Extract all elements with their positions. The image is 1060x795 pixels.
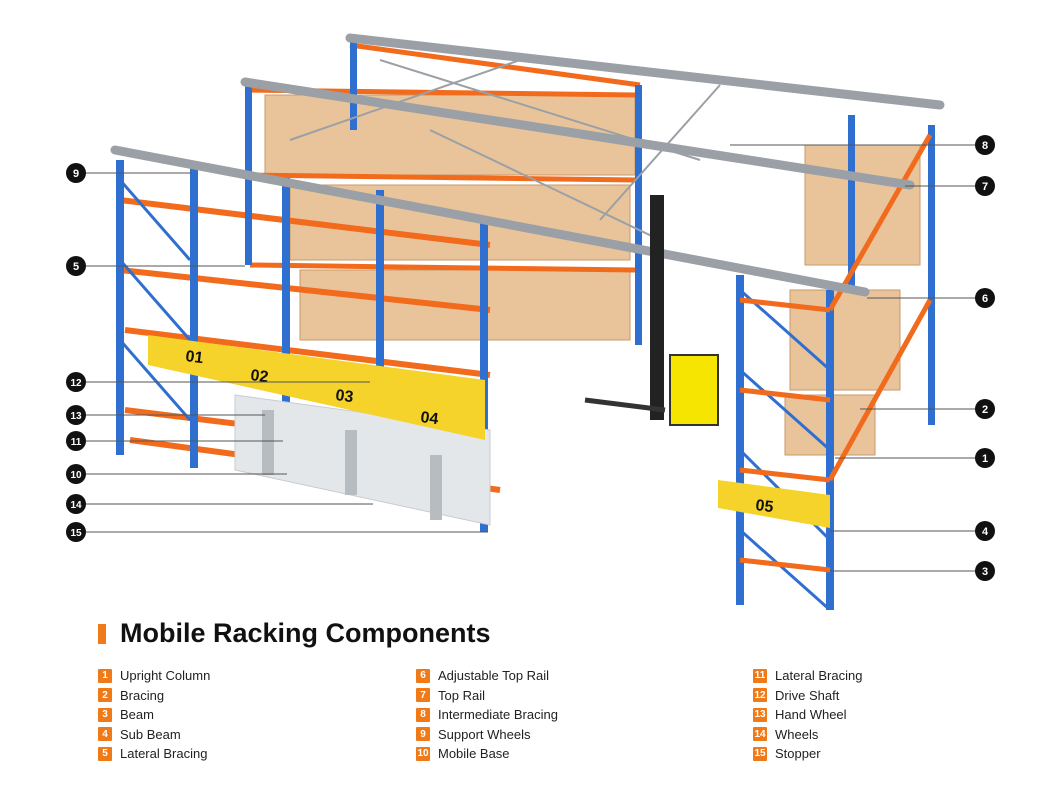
svg-text:6: 6 xyxy=(982,293,988,305)
legend-label: Intermediate Bracing xyxy=(438,707,558,723)
callout-1: 1 xyxy=(975,448,995,468)
callout-15: 15 xyxy=(66,522,86,542)
legend-label: Drive Shaft xyxy=(775,687,840,703)
legend-number: 11 xyxy=(753,668,767,683)
svg-text:5: 5 xyxy=(73,261,79,273)
svg-text:10: 10 xyxy=(70,470,82,481)
bay-label-02: 02 xyxy=(250,367,270,386)
legend-number: 10 xyxy=(416,746,430,761)
title-block: Mobile Racking Components xyxy=(98,618,491,649)
legend-label: Adjustable Top Rail xyxy=(438,668,550,684)
legend-label: Lateral Bracing xyxy=(775,668,863,684)
legend-label: Hand Wheel xyxy=(775,707,847,723)
bay-label-01: 01 xyxy=(185,348,205,367)
legend-label: Lateral Bracing xyxy=(120,746,208,762)
svg-text:7: 7 xyxy=(982,181,988,193)
legend-label: Bracing xyxy=(120,687,165,703)
legend-number: 13 xyxy=(753,707,767,722)
callout-12: 12 xyxy=(66,372,86,392)
legend-number: 1 xyxy=(98,668,112,683)
callout-10: 10 xyxy=(66,464,86,484)
bay-label-05: 05 xyxy=(755,497,775,516)
svg-text:12: 12 xyxy=(70,378,82,389)
svg-text:8: 8 xyxy=(982,140,988,152)
legend-item: 8 Intermediate Bracing xyxy=(416,705,558,725)
svg-text:9: 9 xyxy=(73,168,79,180)
callout-14: 14 xyxy=(66,494,86,514)
svg-text:14: 14 xyxy=(70,500,82,511)
legend-number: 5 xyxy=(98,746,112,761)
legend-number: 14 xyxy=(753,727,767,742)
svg-text:2: 2 xyxy=(982,404,988,416)
legend-item: 10 Mobile Base xyxy=(416,744,558,764)
legend-number: 15 xyxy=(753,746,767,761)
callout-9: 9 xyxy=(66,163,86,183)
legend-item: 7 Top Rail xyxy=(416,686,558,706)
legend-item: 4 Sub Beam xyxy=(98,725,210,745)
legend-label: Stopper xyxy=(775,746,821,762)
top-rails xyxy=(110,33,945,297)
callout-7: 7 xyxy=(975,176,995,196)
legend-label: Upright Column xyxy=(120,668,211,684)
legend-label: Wheels xyxy=(775,726,819,742)
callout-13: 13 xyxy=(66,405,86,425)
legend-item: 9 Support Wheels xyxy=(416,725,558,745)
legend-item: 15 Stopper xyxy=(753,744,862,764)
beams-right xyxy=(739,133,933,573)
hand-wheels xyxy=(262,410,442,520)
bay-label-strip xyxy=(148,335,830,528)
forklift xyxy=(584,195,719,426)
legend-item: 14 Wheels xyxy=(753,725,862,745)
callout-5: 5 xyxy=(66,256,86,276)
legend-number: 3 xyxy=(98,707,112,722)
legend-number: 9 xyxy=(416,727,430,742)
page-title: Mobile Racking Components xyxy=(120,618,491,648)
callout-6: 6 xyxy=(975,288,995,308)
svg-text:4: 4 xyxy=(982,526,989,538)
intermediate-bracing xyxy=(289,59,721,241)
legend-number: 7 xyxy=(416,688,430,703)
callout-4: 4 xyxy=(975,521,995,541)
svg-text:15: 15 xyxy=(70,528,82,539)
legend-item: 12 Drive Shaft xyxy=(753,686,862,706)
legend-item: 5 Lateral Bracing xyxy=(98,744,210,764)
legend-number: 12 xyxy=(753,688,767,703)
upright-columns xyxy=(116,40,935,610)
bay-label-03: 03 xyxy=(335,387,355,406)
legend-label: Beam xyxy=(120,707,154,723)
bay-label-04: 04 xyxy=(420,409,440,428)
legend-item: 13 Hand Wheel xyxy=(753,705,862,725)
legend-column-1: 1 Upright Column 2 Bracing 3 Beam 4 Sub Beam… xyxy=(98,666,210,764)
racking-diagram: 01 02 03 04 05 9 5 12 13 11 10 14 15 8 7… xyxy=(66,33,995,610)
svg-text:3: 3 xyxy=(982,566,988,578)
legend-item: 11 Lateral Bracing xyxy=(753,666,862,686)
legend-label: Mobile Base xyxy=(438,746,510,762)
legend-number: 8 xyxy=(416,707,430,722)
svg-text:13: 13 xyxy=(70,411,82,422)
legend-number: 6 xyxy=(416,668,430,683)
legend-item: 3 Beam xyxy=(98,705,210,725)
callout-2: 2 xyxy=(975,399,995,419)
title-accent-bar xyxy=(98,623,106,644)
legend-item: 6 Adjustable Top Rail xyxy=(416,666,558,686)
svg-text:11: 11 xyxy=(71,437,82,448)
legend-number: 4 xyxy=(98,727,112,742)
legend-column-2: 6 Adjustable Top Rail 7 Top Rail 8 Intermed… xyxy=(416,666,558,764)
leader-lines xyxy=(85,144,975,572)
legend-label: Support Wheels xyxy=(438,726,531,742)
callout-8: 8 xyxy=(975,135,995,155)
legend-column-3: 11 Lateral Bracing 12 Drive Shaft 13 Hand W… xyxy=(753,666,862,764)
legend-label: Sub Beam xyxy=(120,726,181,742)
legend-number: 2 xyxy=(98,688,112,703)
legend-item: 1 Upright Column xyxy=(98,666,210,686)
callout-3: 3 xyxy=(975,561,995,581)
legend-label: Top Rail xyxy=(438,687,485,703)
svg-text:1: 1 xyxy=(982,453,988,465)
legend-item: 2 Bracing xyxy=(98,686,210,706)
callout-11: 11 xyxy=(66,431,86,451)
